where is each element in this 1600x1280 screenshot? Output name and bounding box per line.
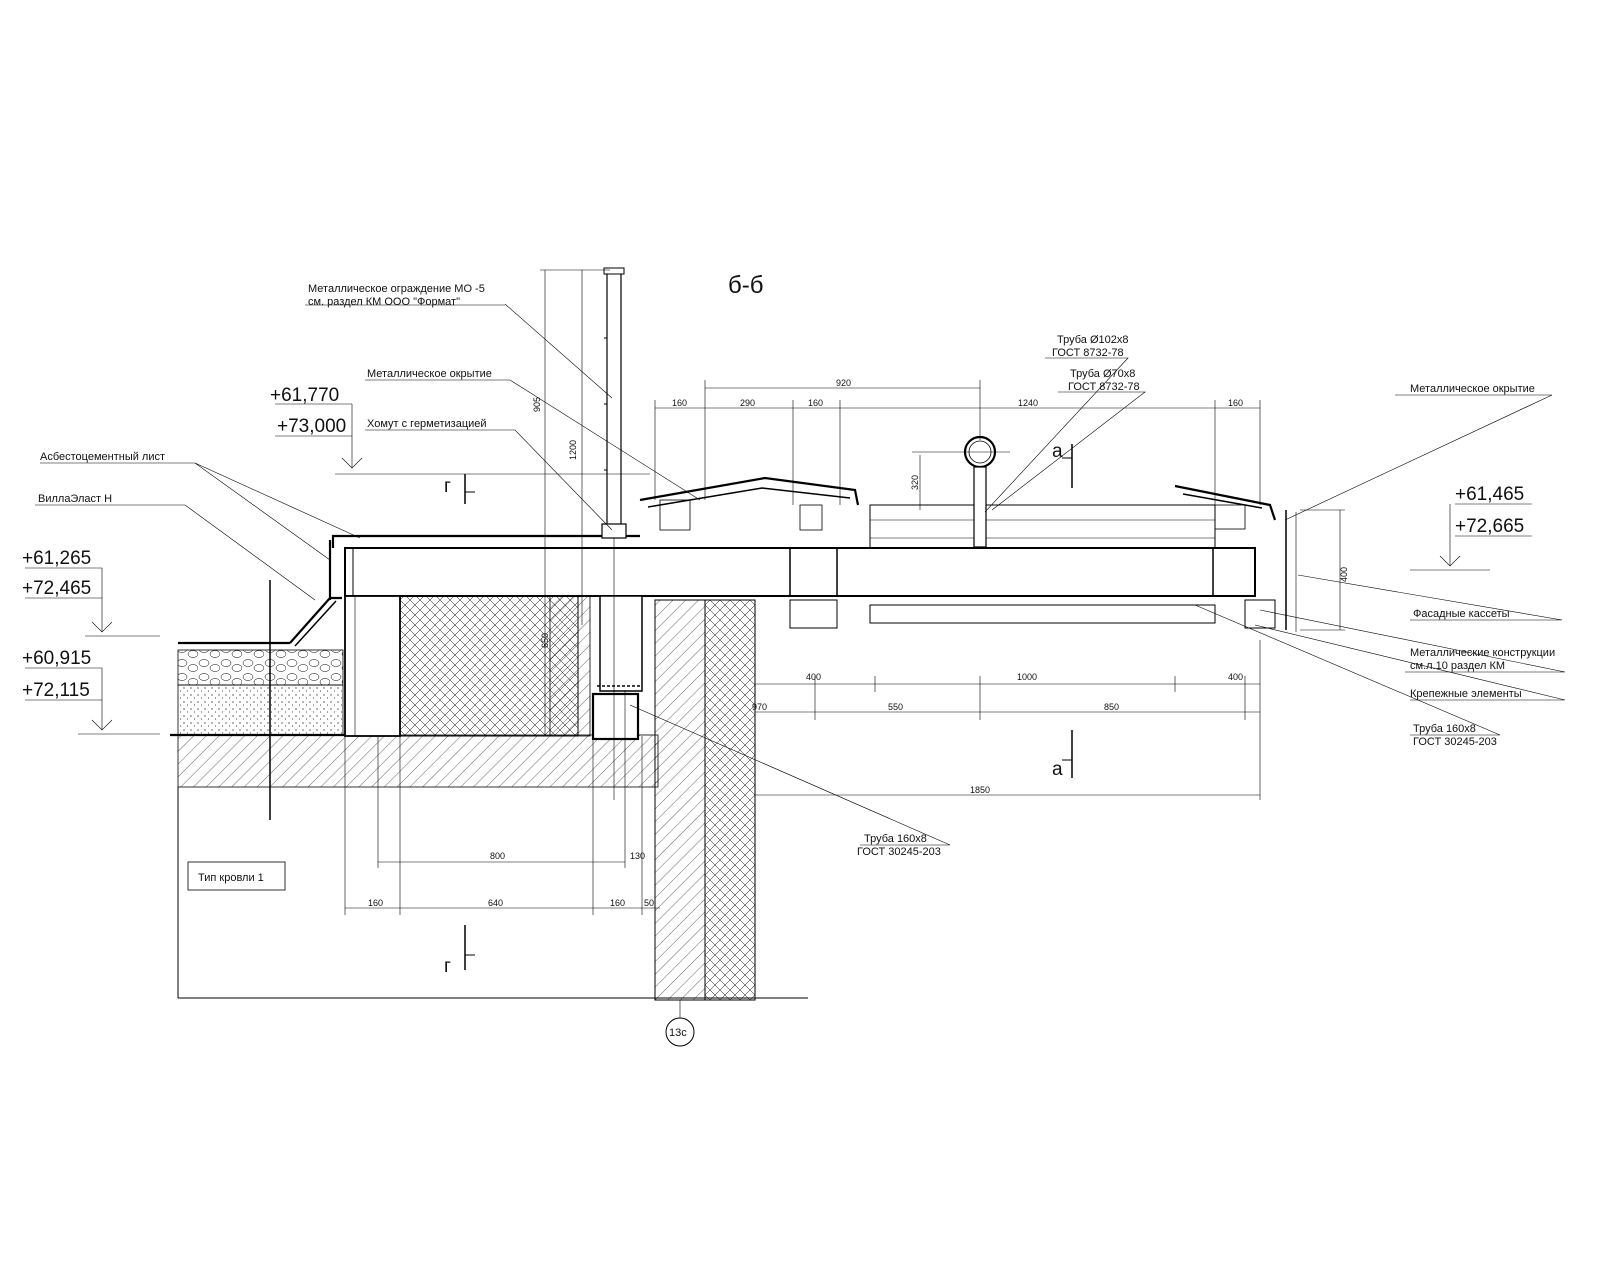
elev-61265: +61,265 bbox=[22, 548, 91, 569]
concrete-wall bbox=[654, 599, 756, 1018]
dim-640: 640 bbox=[488, 898, 503, 908]
label-pipe160r-1: Труба 160х8 bbox=[1413, 723, 1476, 735]
dim-160-b: 160 bbox=[808, 398, 823, 408]
label-railing-1: Металлическое ограждение МО -5 bbox=[308, 283, 485, 295]
section-a-bottom-label: а bbox=[1052, 759, 1063, 780]
label-pipe160b-1: Труба 160х8 bbox=[864, 833, 927, 845]
elev-72665: +72,665 bbox=[1455, 516, 1524, 537]
label-fasteners: Крепежные элементы bbox=[1410, 688, 1522, 700]
dim-550: 550 bbox=[888, 702, 903, 712]
dim-50: 50 bbox=[644, 898, 654, 908]
axis-marker: 13с bbox=[665, 1017, 695, 1047]
elev-61770: +61,770 bbox=[270, 385, 339, 406]
roof-type-label: Тип кровли 1 bbox=[198, 872, 264, 884]
dim-160-a: 160 bbox=[672, 398, 687, 408]
axis-label: 13с bbox=[669, 1027, 687, 1039]
dim-850: 850 bbox=[1104, 702, 1119, 712]
label-facade: Фасадные кассеты bbox=[1413, 608, 1510, 620]
dim-1000: 1000 bbox=[1017, 672, 1037, 682]
label-pipe160b-2: ГОСТ 30245-203 bbox=[857, 846, 941, 858]
dim-800: 800 bbox=[490, 851, 505, 861]
label-pipe160r-2: ГОСТ 30245-203 bbox=[1413, 736, 1497, 748]
elevation-right: +61,465 +72,665 bbox=[1410, 484, 1532, 571]
roof-type-box: Тип кровли 1 bbox=[187, 861, 286, 891]
leader-lines bbox=[35, 303, 1566, 846]
dim-650: 650 bbox=[540, 633, 550, 648]
elevation-mid-left: +61,265 +72,465 bbox=[22, 548, 160, 637]
dim-1200: 1200 bbox=[568, 440, 578, 460]
flashing-covers bbox=[639, 476, 1277, 531]
label-pipe70-2: ГОСТ 8732-78 bbox=[1068, 381, 1140, 393]
elev-72115: +72,115 bbox=[22, 680, 90, 701]
dim-920: 920 bbox=[836, 378, 851, 388]
label-asbestos: Асбестоцементный лист bbox=[40, 451, 165, 463]
dim-290: 290 bbox=[740, 398, 755, 408]
label-railing-2: см. раздел КМ ООО "Формат" bbox=[308, 296, 460, 308]
label-flashing-left: Металлическое окрытие bbox=[367, 368, 492, 380]
elevation-top-left: +61,770 +73,000 bbox=[270, 385, 650, 475]
label-metal-2: см.л.10 раздел КМ bbox=[1410, 660, 1505, 672]
label-flashing-right: Металлическое окрытие bbox=[1410, 383, 1535, 395]
dim-970: 970 bbox=[752, 702, 767, 712]
label-pipe102-2: ГОСТ 8732-78 bbox=[1052, 347, 1124, 359]
dim-1240: 1240 bbox=[1018, 398, 1038, 408]
elev-60915: +60,915 bbox=[22, 648, 91, 669]
parapet-structure bbox=[328, 534, 1256, 741]
section-marker-g-bottom: г bbox=[444, 925, 475, 977]
dim-400-b: 400 bbox=[1228, 672, 1243, 682]
dim-400-v: 400 bbox=[1339, 567, 1349, 582]
elevation-low-left: +60,915 +72,115 bbox=[22, 648, 160, 735]
section-marker-a-bottom: а bbox=[1052, 730, 1073, 780]
dim-160-e: 160 bbox=[610, 898, 625, 908]
label-clamp: Хомут с герметизацией bbox=[367, 418, 487, 430]
insulation-hatch bbox=[549, 595, 591, 737]
section-g-bottom-label: г bbox=[444, 956, 451, 977]
dim-905: 905 bbox=[532, 397, 542, 412]
label-pipe70-1: Труба Ø70х8 bbox=[1070, 368, 1135, 380]
dim-160-d: 160 bbox=[368, 898, 383, 908]
elev-73000: +73,000 bbox=[277, 416, 346, 437]
dim-160-c: 160 bbox=[1228, 398, 1243, 408]
railing-post bbox=[601, 267, 627, 800]
section-a-top-label: а bbox=[1052, 441, 1063, 462]
label-pipe102-1: Труба Ø102х8 bbox=[1057, 334, 1128, 346]
elev-72465: +72,465 bbox=[22, 578, 91, 599]
dim-1850: 1850 bbox=[970, 785, 990, 795]
section-g-top-label: г bbox=[444, 476, 451, 497]
label-villaelast: ВиллаЭласт Н bbox=[38, 493, 112, 505]
insulation-block bbox=[399, 595, 579, 737]
section-marker-a-top: а bbox=[1052, 441, 1073, 488]
dimension-lines bbox=[344, 269, 1345, 915]
section-title: б-б bbox=[728, 272, 763, 299]
elev-61465: +61,465 bbox=[1455, 484, 1524, 505]
dim-400-a: 400 bbox=[806, 672, 821, 682]
steel-frame bbox=[789, 504, 1297, 632]
dim-130: 130 bbox=[630, 851, 645, 861]
section-marker-g-top: г bbox=[444, 474, 475, 504]
pipe-102 bbox=[912, 435, 1010, 548]
dim-320: 320 bbox=[910, 475, 920, 490]
label-metal-1: Металлические конструкции bbox=[1410, 647, 1555, 659]
